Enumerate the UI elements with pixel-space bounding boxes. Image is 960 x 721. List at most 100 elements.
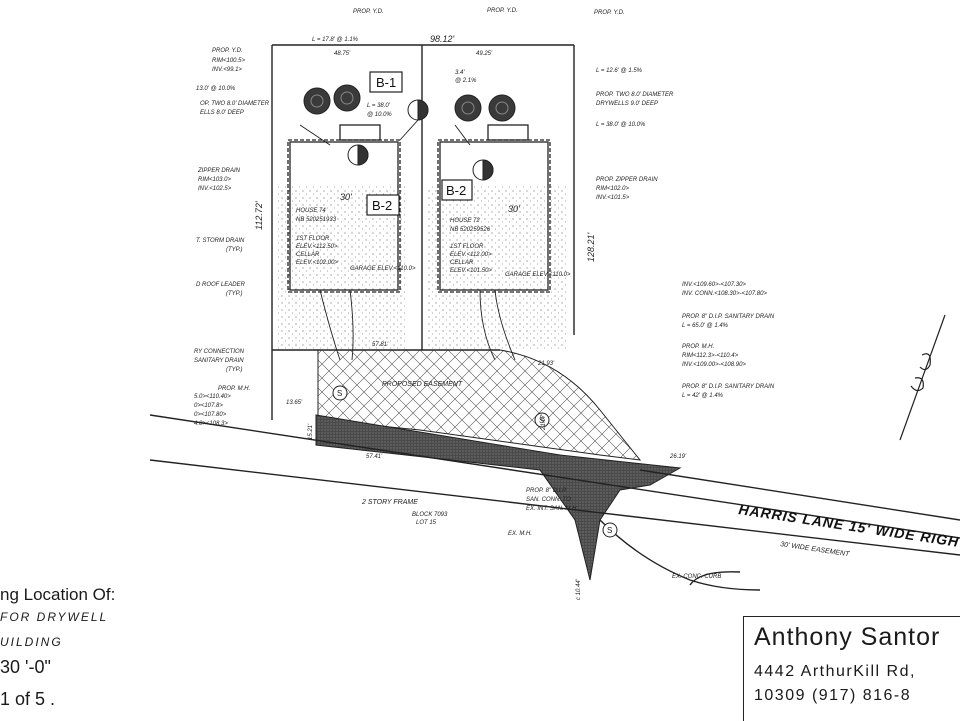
- label-mh-left3: 0><107.8>: [194, 403, 223, 409]
- boring-tags: [366, 71, 473, 216]
- label-prop-yd-1: PROP. Y.D.: [353, 9, 384, 15]
- label-mh-left5: 4.0><108.3>: [194, 421, 228, 427]
- label-dip-right3: PROP. 8" D.I.P. SANITARY DRAIN: [682, 384, 775, 390]
- title-purpose: FOR DRYWELL: [0, 610, 109, 624]
- label-house72-4: ELEV.<112.00>: [450, 252, 492, 258]
- label-mh-left2: 5.0><110.40>: [194, 394, 231, 400]
- label-conn-left2: SANITARY DRAIN: [194, 358, 244, 364]
- label-house72-5: CELLAR: [450, 260, 474, 266]
- label-dip-bottom3: EX. INT. SAN. M.H.: [526, 506, 578, 512]
- label-drywell-left2: OP. TWO 8.0' DIAMETER: [200, 101, 270, 107]
- boring-markers: [347, 99, 494, 181]
- manhole-symbol-3: S: [607, 526, 612, 535]
- label-grade-21: @ 2.1%: [455, 78, 477, 84]
- label-storm-drain: T. STORM DRAIN: [196, 238, 245, 244]
- label-l-right1: L = 12.6' @ 1.5%: [596, 68, 643, 74]
- label-garage72: GARAGE ELEV.<110.0>: [505, 272, 571, 278]
- harris-lane-road: [149, 414, 960, 591]
- label-zipper-right3: INV.<101.5>: [596, 195, 630, 201]
- label-grade-34: 3.4': [455, 70, 465, 76]
- label-l-top1: L = 17.8' @ 1.1%: [312, 37, 359, 43]
- label-easement-30: 30' WIDE EASEMENT: [780, 541, 851, 558]
- label-house74-2: NB 520251933: [296, 217, 337, 223]
- title-location: ng Location Of:: [0, 585, 116, 604]
- label-two-story: 2 STORY FRAME: [361, 499, 418, 506]
- label-dip-right4: L = 42' @ 1.4%: [682, 393, 724, 399]
- label-dim-9812: 98.12': [430, 34, 455, 44]
- label-zipper-left1: ZIPPER DRAIN: [197, 168, 241, 174]
- label-house72-3: 1ST FLOOR: [450, 244, 484, 250]
- label-dip-right1: PROP. 8" D.I.P. SANITARY DRAIN: [682, 314, 775, 320]
- yard-areas: [276, 185, 568, 350]
- label-house72-1: HOUSE 72: [450, 218, 480, 224]
- label-drywell-right1: PROP. TWO 8.0' DIAMETER: [596, 92, 674, 98]
- label-zipper-left3: INV.<102.5>: [198, 186, 232, 192]
- label-roof-leader: D ROOF LEADER: [196, 282, 246, 288]
- label-mh-right3: INV.<109.00>-<108.90>: [682, 362, 746, 368]
- label-prop-yd-2: PROP. Y.D.: [487, 8, 518, 14]
- label-dip-right2: L = 65.0' @ 1.4%: [682, 323, 729, 329]
- label-dim-12821: 128.21': [586, 232, 596, 262]
- label-inv-1: INV.<99.1>: [212, 67, 242, 73]
- owner-zip-phone: 10309 (917) 816-8: [754, 687, 912, 704]
- house-72-outline: [437, 124, 551, 293]
- label-dim-11272: 112.72': [254, 201, 264, 230]
- label-inv-right2: INV. CONN.<108.30>-<107.80>: [682, 291, 767, 297]
- label-easement: PROPOSED EASEMENT: [382, 381, 463, 388]
- label-mh-left4: 0><107.80>: [194, 412, 227, 418]
- label-drywell-right2: DRYWELLS 9.0' DEEP: [596, 101, 658, 107]
- label-house74-6: ELEV.<102.00>: [296, 260, 338, 266]
- tag-b2b: B-2: [446, 183, 466, 198]
- label-dim-5741: 57.41': [366, 454, 383, 460]
- title-scale: 30 '-0": [0, 657, 51, 677]
- label-dip-bottom1: PROP. 8" D.I.P.: [526, 488, 567, 494]
- owner-name: Anthony Santor: [754, 623, 941, 651]
- manhole-symbol-1: S: [337, 389, 342, 398]
- label-zipper-right2: RIM<102.0>: [596, 186, 630, 192]
- label-ex-mh: EX. M.H.: [508, 531, 532, 537]
- label-mh-right1: PROP. M.H.: [682, 344, 714, 350]
- tag-b1: B-1: [376, 75, 396, 90]
- label-l-mid: L = 38.0': [367, 103, 391, 109]
- label-dim-1521: 15.21': [308, 423, 314, 440]
- label-rim-1: RIM<100.5>: [212, 58, 246, 64]
- label-mh-right2: RIM<112.3>-<110.4>: [682, 353, 739, 359]
- label-house72-6: ELEV.<101.50>: [450, 268, 492, 274]
- label-dim-2619: 26.19': [669, 454, 687, 460]
- label-ex-conc-curb: EX. CONC. CURB: [672, 574, 721, 580]
- label-garage74: GARAGE ELEV.<110.0>: [350, 266, 416, 272]
- label-house72-2: NB 520259526: [450, 227, 491, 233]
- tag-b2a: B-2: [372, 198, 392, 213]
- manholes: [332, 385, 618, 538]
- north-arrow-icon: [899, 314, 946, 441]
- manhole-symbol-2: S: [539, 416, 544, 425]
- label-dim-4875: 48.75': [334, 51, 351, 57]
- label-mh-left1: PROP. M.H.: [218, 386, 250, 392]
- label-zipper-right1: PROP. ZIPPER DRAIN: [596, 177, 658, 183]
- label-block: BLOCK 7093: [412, 512, 448, 518]
- label-drywell-left: 13.0' @ 10.0%: [196, 86, 236, 92]
- owner-info-box: Anthony Santor 4442 ArthurKill Rd, 10309…: [743, 616, 960, 721]
- label-conn-left3: (TYP.): [226, 367, 243, 373]
- label-l-mid2: @ 10.0%: [367, 112, 392, 118]
- title-sheet-number: 1 of 5 .: [0, 689, 56, 709]
- label-roof-leader2: (TYP.): [226, 291, 243, 297]
- label-house74-4: ELEV.<112.50>: [296, 244, 338, 250]
- label-lot: LOT 15: [416, 520, 437, 526]
- label-drywell-left3: ELLS 8.0' DEEP: [200, 110, 244, 116]
- label-conn-left1: RY CONNECTION: [194, 349, 245, 355]
- label-inv-right1: INV.<109.60>-<107.30>: [682, 282, 746, 288]
- drywells: [303, 84, 516, 122]
- owner-address: 4442 ArthurKill Rd,: [754, 663, 916, 680]
- label-house74-1: HOUSE 74: [296, 208, 326, 214]
- label-storm-drain2: (TYP.): [226, 247, 243, 253]
- label-dim-2107: 21.07': [541, 413, 547, 431]
- label-zipper-left2: RIM<103.0>: [198, 177, 232, 183]
- label-prop-yd-left: PROP. Y.D.: [212, 48, 243, 54]
- proposed-easement-area: [317, 349, 642, 461]
- label-dim-30a: 30': [340, 192, 352, 202]
- label-l-right2: L = 38.0' @ 10.0%: [596, 122, 646, 128]
- label-dim-5781: 57.81': [372, 342, 389, 348]
- label-dim-2193: 21.93': [537, 361, 555, 367]
